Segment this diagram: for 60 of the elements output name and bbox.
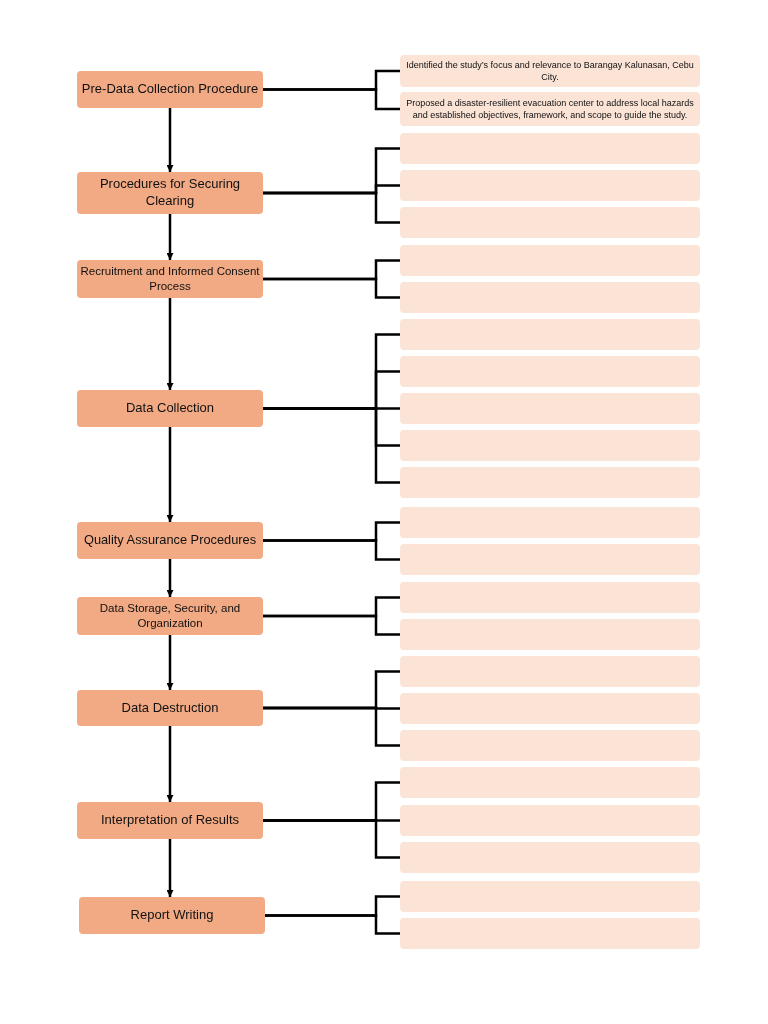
arrow bbox=[166, 635, 174, 690]
detail-box bbox=[400, 356, 700, 387]
detail-box bbox=[400, 282, 700, 313]
process-box bbox=[77, 71, 263, 108]
detail-box bbox=[400, 92, 700, 126]
arrow bbox=[166, 726, 174, 802]
detail-box bbox=[400, 881, 700, 912]
detail-box bbox=[400, 393, 700, 424]
step-label: Report Writing bbox=[130, 907, 214, 924]
detail-text: Identified the study’s focus and relevance to Barangay Kalunasan, Cebu City. bbox=[406, 58, 694, 84]
bracket-connector bbox=[263, 706, 400, 747]
arrow bbox=[166, 298, 174, 390]
detail-box bbox=[400, 170, 700, 201]
process-box bbox=[77, 597, 263, 635]
bracket-connector bbox=[265, 914, 400, 935]
bracket-connector bbox=[263, 191, 400, 224]
bracket-connector bbox=[263, 539, 400, 561]
step-label: Interpretation of Results bbox=[101, 812, 239, 829]
step-label: Procedures for Securing Clearing bbox=[98, 176, 242, 210]
bracket-connector bbox=[263, 277, 400, 299]
step-label: Pre-Data Collection Procedure bbox=[81, 81, 259, 98]
detail-box bbox=[400, 842, 700, 873]
detail-box bbox=[400, 656, 700, 687]
detail-box bbox=[400, 693, 700, 724]
process-box bbox=[77, 390, 263, 427]
step-label: Data Collection bbox=[125, 400, 215, 417]
step-label: Quality Assurance Procedures bbox=[83, 532, 257, 549]
arrow bbox=[166, 559, 174, 597]
detail-box bbox=[400, 730, 700, 761]
arrow bbox=[166, 839, 174, 897]
detail-box bbox=[400, 544, 700, 575]
arrow bbox=[166, 214, 174, 260]
step-label: Data Destruction bbox=[121, 699, 219, 717]
detail-text: Proposed a disaster-resilient evacuation center to address local hazards and established objectives, framework, and scope to guide the study. bbox=[406, 96, 694, 122]
bracket-connector bbox=[263, 614, 400, 636]
detail-box bbox=[400, 619, 700, 650]
arrow bbox=[166, 427, 174, 522]
detail-box bbox=[400, 582, 700, 613]
arrow bbox=[166, 108, 174, 172]
process-box bbox=[77, 522, 263, 559]
bracket-connector bbox=[263, 819, 400, 859]
detail-box bbox=[400, 805, 700, 836]
process-box bbox=[77, 172, 263, 214]
detail-box bbox=[400, 55, 700, 87]
detail-box bbox=[400, 767, 700, 798]
step-label: Recruitment and Informed Consent Process bbox=[80, 264, 260, 294]
detail-box bbox=[400, 133, 700, 164]
detail-box bbox=[400, 430, 700, 461]
step-label: Data Storage, Security, and Organization bbox=[98, 601, 242, 631]
bracket-connector bbox=[263, 88, 400, 111]
detail-box bbox=[400, 319, 700, 350]
detail-box bbox=[400, 207, 700, 238]
detail-box bbox=[400, 467, 700, 498]
bracket-connector bbox=[263, 407, 400, 484]
detail-box bbox=[400, 245, 700, 276]
detail-box bbox=[400, 507, 700, 538]
process-box bbox=[77, 802, 263, 839]
process-box bbox=[77, 690, 263, 726]
process-box bbox=[79, 897, 265, 934]
detail-box bbox=[400, 918, 700, 949]
